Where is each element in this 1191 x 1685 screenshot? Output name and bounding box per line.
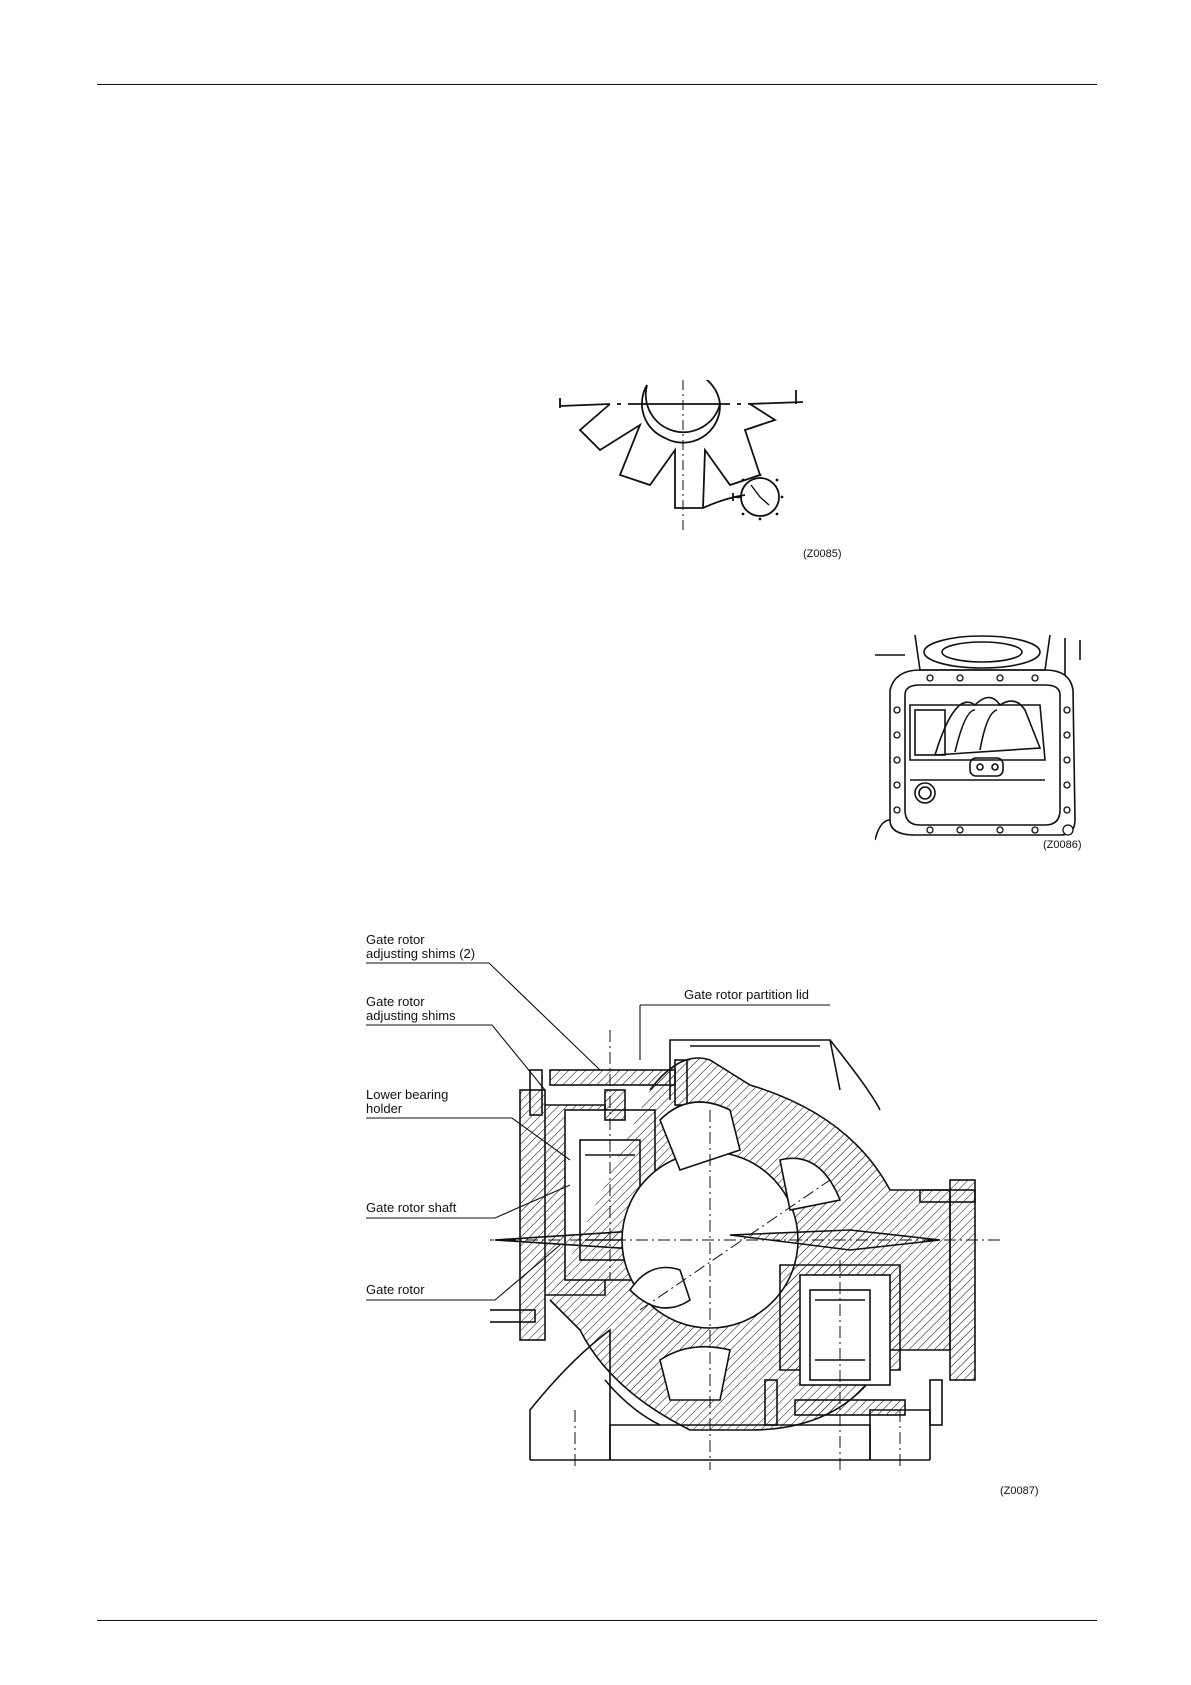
label-lower-bearing-holder: Lower bearing holder [366,1088,448,1116]
label-text: Gate rotor partition lid [684,987,809,1002]
label-text: Lower bearing holder [366,1087,448,1116]
label-gate-rotor-partition-lid: Gate rotor partition lid [684,988,809,1002]
footer-rule [97,1620,1097,1621]
label-gate-rotor-shaft: Gate rotor shaft [366,1201,456,1215]
label-gate-rotor: Gate rotor [366,1283,425,1297]
label-gate-rotor-adjusting-shims: Gate rotor adjusting shims [366,995,456,1023]
label-text: Gate rotor adjusting shims (2) [366,932,475,961]
label-gate-rotor-adjusting-shims-2: Gate rotor adjusting shims (2) [366,933,475,961]
figure-code-z0087: (Z0087) [1000,1485,1039,1497]
label-text: Gate rotor [366,1282,425,1297]
label-text: Gate rotor shaft [366,1200,456,1215]
label-text: Gate rotor adjusting shims [366,994,456,1023]
